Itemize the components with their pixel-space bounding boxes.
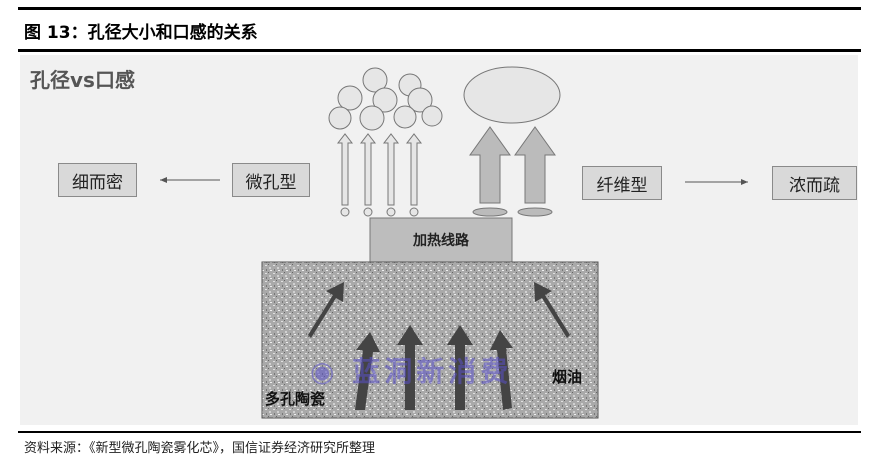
watermark-logo: ◉ 蓝洞新消费: [310, 355, 513, 388]
large-cloud: [463, 66, 561, 124]
top-rule: [18, 7, 861, 10]
right-arrow: [685, 179, 748, 185]
small-clouds: [328, 67, 443, 131]
footer-rule: [18, 431, 861, 433]
title-rule: [18, 49, 861, 52]
heater-label: 加热线路: [413, 233, 469, 249]
oil-label: 烟油: [552, 368, 583, 386]
thick-arrows: [469, 126, 556, 217]
thin-arrows: [336, 133, 423, 217]
left-type-box: 微孔型: [232, 163, 310, 197]
watermark-icon: ◉: [310, 355, 339, 388]
ceramic-label: 多孔陶瓷: [265, 390, 326, 408]
right-result-box: 浓而疏: [772, 166, 857, 200]
left-arrow: [160, 177, 220, 183]
figure-title: 图 13：孔径大小和口感的关系: [24, 23, 258, 43]
right-type-box: 纤维型: [582, 166, 662, 200]
source-note: 资料来源：《新型微孔陶瓷雾化芯》，国信证券经济研究所整理: [24, 441, 376, 456]
heater-box: [369, 217, 513, 263]
oil-flow-arrows: [308, 282, 570, 410]
diagram-heading: 孔径vs口感: [30, 68, 135, 92]
left-result-box: 细而密: [58, 163, 137, 197]
